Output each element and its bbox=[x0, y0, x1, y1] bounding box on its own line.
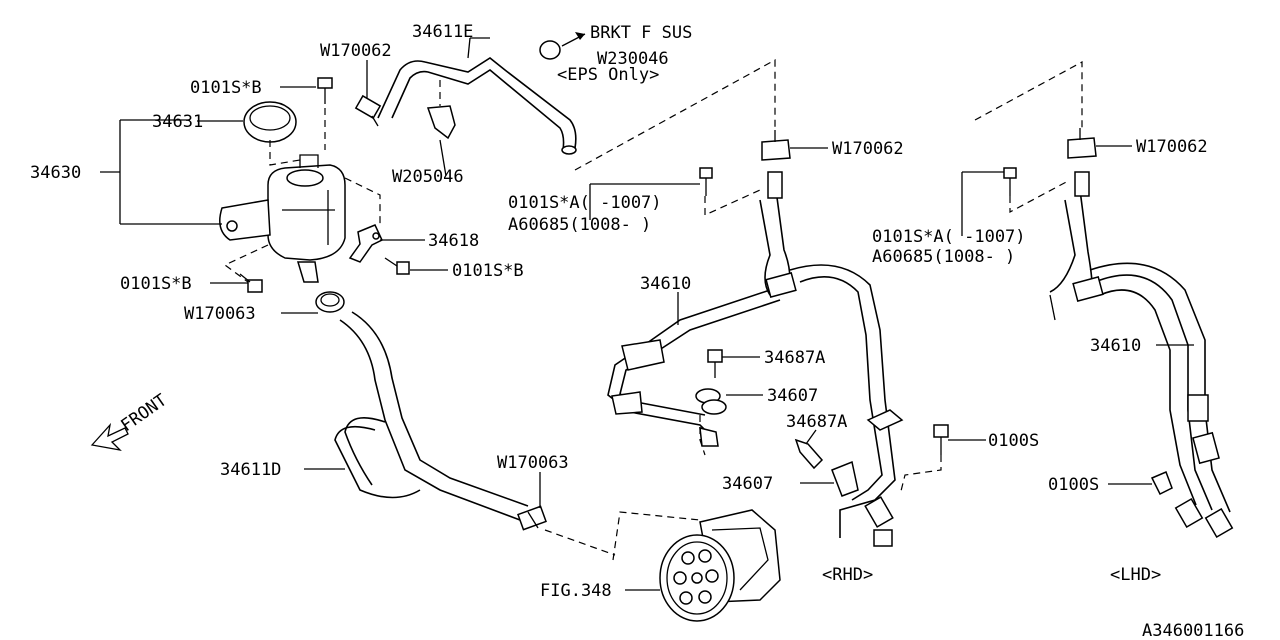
clamp-W170062-top[interactable] bbox=[354, 94, 382, 127]
label-34631: 34631 bbox=[152, 112, 203, 132]
label-w205046: W205046 bbox=[392, 167, 464, 187]
label-w170063-top: W170063 bbox=[184, 304, 256, 324]
reference-lines bbox=[223, 58, 1083, 561]
clamp-W170062-lhd[interactable] bbox=[1067, 128, 1097, 159]
reservoir-tank[interactable] bbox=[219, 154, 346, 283]
label-34611D: 34611D bbox=[220, 460, 281, 480]
label-34630: 34630 bbox=[30, 163, 81, 183]
bolt-0101S-B-top[interactable] bbox=[317, 77, 333, 150]
label-fig348: FIG.348 bbox=[540, 581, 612, 601]
bolt-0100S-lhd[interactable] bbox=[1150, 471, 1173, 496]
label-w170062-top: W170062 bbox=[320, 41, 392, 61]
label-34687a-1: 34687A bbox=[764, 348, 825, 368]
bracket-34618[interactable] bbox=[348, 224, 383, 263]
label-34607-2: 34607 bbox=[722, 474, 773, 494]
diagram-id: A346001166 bbox=[1142, 621, 1244, 640]
grommet-W230046[interactable] bbox=[539, 32, 586, 60]
label-34607-1: 34607 bbox=[767, 386, 818, 406]
label-lhd-w170062: W170062 bbox=[1136, 137, 1208, 157]
bolt-0101S-B-right[interactable] bbox=[384, 257, 410, 275]
bolt-0101S-A-rhd[interactable] bbox=[699, 167, 713, 196]
label-34611E: 34611E bbox=[412, 22, 473, 42]
clamp-W170063-bottom[interactable] bbox=[517, 505, 547, 531]
label-rhd: <RHD> bbox=[822, 565, 873, 585]
label-rhd-0101sa: 0101S*A( -1007) bbox=[508, 193, 662, 213]
label-brkt-f-sus: BRKT F SUS bbox=[590, 23, 692, 43]
label-rhd-0100s: 0100S bbox=[988, 431, 1039, 451]
washer-34607-1[interactable] bbox=[695, 388, 727, 415]
label-lhd-a60685: A60685(1008- ) bbox=[872, 247, 1015, 267]
label-lhd-0101sa: 0101S*A( -1007) bbox=[872, 227, 1026, 247]
label-w170063-bottom: W170063 bbox=[497, 453, 569, 473]
bolt-0100S-rhd[interactable] bbox=[933, 424, 949, 455]
label-0101sb-top: 0101S*B bbox=[190, 78, 262, 98]
label-34618: 34618 bbox=[428, 231, 479, 251]
label-w230046: W230046 bbox=[597, 49, 669, 69]
clamp-W170062-rhd[interactable] bbox=[761, 130, 791, 161]
label-rhd-w170062: W170062 bbox=[832, 139, 904, 159]
reservoir-cap[interactable] bbox=[243, 101, 297, 143]
label-rhd-34610: 34610 bbox=[640, 274, 691, 294]
front-arrow bbox=[90, 422, 129, 452]
bolt-34687A-1[interactable] bbox=[707, 349, 723, 378]
clip-W205046[interactable] bbox=[426, 80, 456, 140]
hose-34611D[interactable] bbox=[334, 311, 529, 521]
label-0101sb-right: 0101S*B bbox=[452, 261, 524, 281]
label-lhd-34610: 34610 bbox=[1090, 336, 1141, 356]
label-front: FRONT bbox=[117, 390, 170, 436]
label-lhd: <LHD> bbox=[1110, 565, 1161, 585]
hose-34610-lhd[interactable] bbox=[1049, 171, 1234, 539]
power-steering-pump[interactable] bbox=[659, 509, 781, 622]
hose-34610-rhd[interactable] bbox=[607, 171, 904, 547]
part-labels: 34611E BRKT F SUS W230046 <EPS Only> W17… bbox=[30, 22, 1244, 640]
label-34687a-2: 34687A bbox=[786, 412, 847, 432]
clamp-W170063-top[interactable] bbox=[315, 291, 345, 313]
bolt-34687A-2[interactable] bbox=[794, 438, 824, 470]
hose-34611E[interactable] bbox=[377, 57, 577, 155]
label-0101sb-left: 0101S*B bbox=[120, 274, 192, 294]
bolt-0101S-B-left[interactable] bbox=[239, 273, 263, 293]
label-rhd-a60685: A60685(1008- ) bbox=[508, 215, 651, 235]
bolt-0101S-A-lhd[interactable] bbox=[1003, 167, 1017, 196]
washer-34607-2[interactable] bbox=[831, 460, 859, 497]
label-lhd-0100s: 0100S bbox=[1048, 475, 1099, 495]
label-eps-only: <EPS Only> bbox=[557, 65, 659, 85]
leader-lines bbox=[100, 37, 1194, 591]
